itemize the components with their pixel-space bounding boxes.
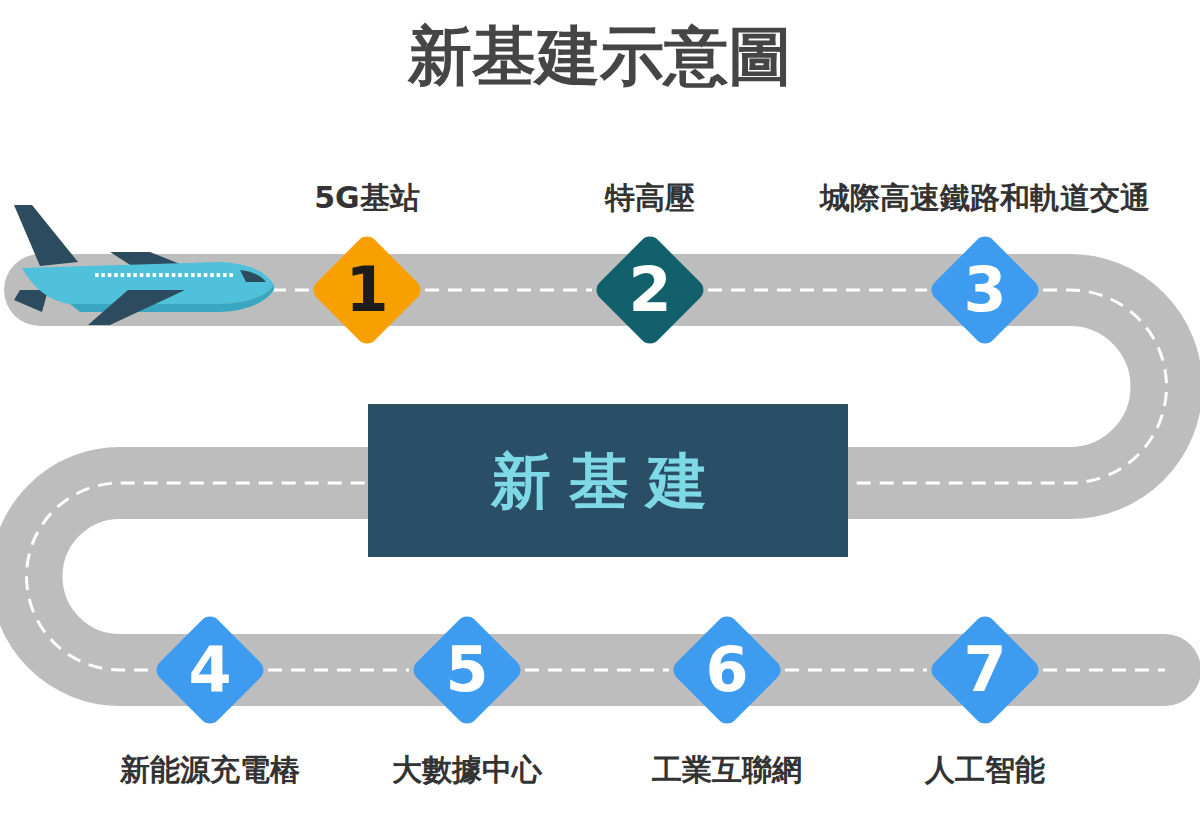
plane-window [114, 273, 118, 277]
item-label: 新能源充電樁 [116, 752, 304, 788]
milestone: 特高壓 2 [586, 180, 714, 350]
item-label: 特高壓 [586, 180, 714, 216]
milestone: 4 新能源充電樁 [116, 610, 304, 788]
plane-cockpit [240, 270, 266, 282]
diamond-marker: 1 [307, 230, 427, 350]
plane-window [101, 273, 105, 277]
road-connector [708, 289, 927, 292]
diamond-marker: 3 [925, 230, 1045, 350]
callout-number: 5 [407, 610, 527, 730]
plane-window [223, 273, 227, 277]
plane-tail [14, 205, 78, 266]
plane-wing-near [88, 290, 185, 325]
plane-window [108, 273, 112, 277]
center-box: 新基建 [368, 404, 848, 557]
plane-window [191, 273, 195, 277]
callout-number: 3 [925, 230, 1045, 350]
milestone: 城際高速鐵路和軌道交通 3 [816, 180, 1154, 350]
item-label: 工業互聯網 [648, 752, 806, 788]
plane-window [133, 273, 137, 277]
plane-window [127, 273, 131, 277]
plane-window [178, 273, 182, 277]
plane-tail-low [14, 290, 48, 312]
diamond-marker: 7 [925, 610, 1045, 730]
plane-window [197, 273, 201, 277]
callout-number: 7 [925, 610, 1045, 730]
plane-window [121, 273, 125, 277]
item-label: 大數據中心 [388, 752, 546, 788]
road-connector [785, 669, 927, 672]
diamond-marker: 4 [150, 610, 270, 730]
plane-window [204, 273, 208, 277]
callout-number: 4 [150, 610, 270, 730]
plane-window [229, 273, 233, 277]
callout-number: 6 [667, 610, 787, 730]
diamond-marker: 5 [407, 610, 527, 730]
item-label: 5G基站 [303, 180, 431, 216]
milestone: 5 大數據中心 [388, 610, 546, 788]
milestone: 6 工業互聯網 [648, 610, 806, 788]
plane-window [165, 273, 169, 277]
plane-window [146, 273, 150, 277]
item-label: 人工智能 [921, 752, 1049, 788]
callout-number: 2 [590, 230, 710, 350]
diamond-marker: 6 [667, 610, 787, 730]
plane-window [140, 273, 144, 277]
plane-belly [70, 285, 274, 312]
plane-window [210, 273, 214, 277]
plane-window [185, 273, 189, 277]
road-connector [425, 289, 592, 292]
road-connector [27, 290, 1167, 670]
center-title: 新基建 [491, 445, 725, 517]
plane-window [217, 273, 221, 277]
callout-number: 1 [307, 230, 427, 350]
plane-window [153, 273, 157, 277]
title: 新基建示意圖 [0, 18, 1200, 95]
plane-window [159, 273, 163, 277]
road-surface [27, 290, 1167, 670]
road-dash [272, 289, 312, 292]
plane-window [95, 273, 99, 277]
item-label: 城際高速鐵路和軌道交通 [816, 180, 1154, 216]
road-connector [268, 669, 409, 672]
plane-windows [95, 273, 233, 277]
road-connector [525, 669, 669, 672]
road-dash [1043, 669, 1165, 672]
diamond-marker: 2 [590, 230, 710, 350]
milestone: 7 人工智能 [921, 610, 1049, 788]
plane-window [172, 273, 176, 277]
milestone: 5G基站 1 [303, 180, 431, 350]
